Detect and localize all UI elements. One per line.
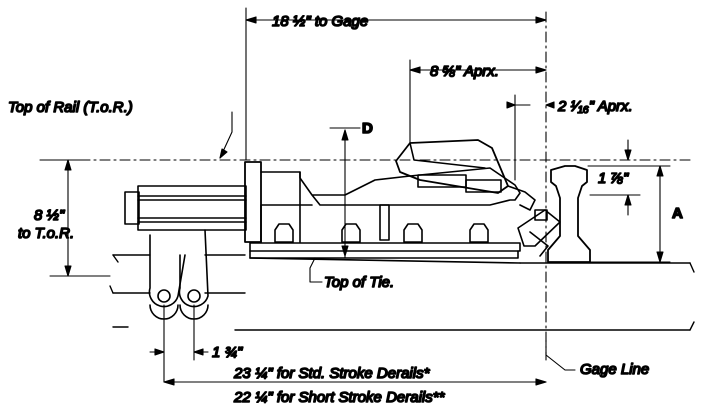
clevis-pin-left [157, 289, 171, 303]
top-of-rail-label: Top of Rail (T.o.R.) [8, 99, 133, 116]
pin-dim-label: 1 ¾" [212, 344, 243, 361]
ground-lines [109, 254, 695, 331]
dimension-lines [39, 7, 691, 386]
dim-a-label: A [672, 205, 683, 222]
height-dim-label: 8 ½" [34, 207, 65, 224]
text-labels: 18 ½" to Gage 8 ⅝" Aprx. Top of Rail (T.… [7, 12, 684, 407]
bolt-heads [274, 223, 489, 243]
tie-base [249, 242, 521, 264]
rail-section [547, 165, 591, 263]
dim-d-label: D [362, 120, 373, 137]
gage-line-label: Gage Line [580, 361, 649, 378]
top-of-tie-label: Top of Tie. [324, 274, 394, 291]
short-stroke-label: 22 ¼" for Short Stroke Derails** [233, 389, 446, 406]
operating-mechanism [124, 185, 247, 320]
std-stroke-label: 23 ¼" for Std. Stroke Derails* [233, 365, 431, 382]
gage-offset-label: 2 ¹⁄₁₆" Aprx. [557, 98, 633, 115]
gage-dim-label: 18 ½" to Gage [272, 13, 368, 30]
derail-body [244, 161, 521, 243]
aprx-dim-label: 8 ⅝" Aprx. [430, 63, 499, 80]
clevis-pin-right [187, 289, 201, 303]
derail-shoe [517, 209, 561, 257]
to-tor-label: to T.o.R. [18, 225, 74, 242]
rail-offset-label: 1 ⅞" [598, 170, 629, 187]
